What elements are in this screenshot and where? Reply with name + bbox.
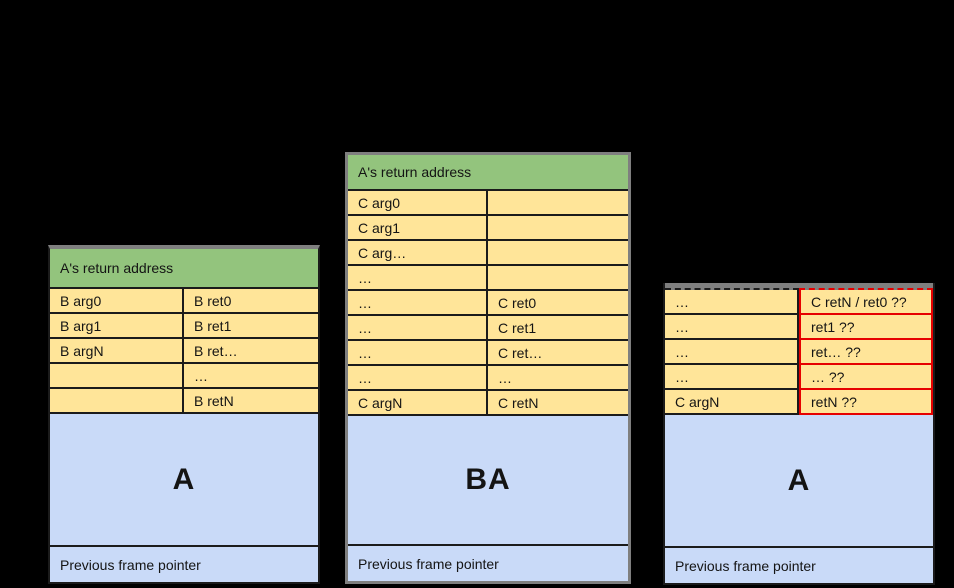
stack-row: C arg1 <box>348 216 628 241</box>
stack-cell-left: C argN <box>665 390 799 415</box>
stack-cell-right: B ret… <box>184 339 318 364</box>
stack-frame-right: …C retN / ret0 ??…ret1 ??…ret… ??…… ??C … <box>663 283 935 585</box>
stack-row: …C ret0 <box>348 291 628 316</box>
frame-owner-label: BA <box>348 416 628 546</box>
stack-cell-left: … <box>348 266 488 291</box>
stack-cell-left: … <box>665 290 799 315</box>
stack-cell-left: B arg1 <box>50 314 184 339</box>
stack-cell-right <box>488 191 628 216</box>
stack-cell-right: B ret0 <box>184 289 318 314</box>
stack-cell-left: … <box>665 340 799 365</box>
dashed-border-black <box>665 283 799 290</box>
stack-row: …C ret… <box>348 341 628 366</box>
stack-cell-left: C arg1 <box>348 216 488 241</box>
frame-owner-label: A <box>50 414 318 547</box>
previous-frame-pointer: Previous frame pointer <box>50 547 318 582</box>
frame-owner-label: A <box>665 415 933 548</box>
stack-cell-right-highlighted: C retN / ret0 ?? <box>799 290 933 315</box>
stack-cell-right: C ret1 <box>488 316 628 341</box>
stack-cell-right-highlighted: … ?? <box>799 365 933 390</box>
return-address-header: A's return address <box>50 249 318 289</box>
truncated-top-border <box>665 283 933 290</box>
stack-cell-left: C arg… <box>348 241 488 266</box>
stack-cell-right: B ret1 <box>184 314 318 339</box>
stack-cell-left: B arg0 <box>50 289 184 314</box>
stack-cell-left: … <box>665 315 799 340</box>
stack-row: B retN <box>50 389 318 414</box>
stack-row: …… <box>348 366 628 391</box>
stack-cell-left: B argN <box>50 339 184 364</box>
dashed-border-red <box>799 283 933 290</box>
stack-row: … <box>348 266 628 291</box>
stack-row: …ret… ?? <box>665 340 933 365</box>
stack-cell-right-highlighted: retN ?? <box>799 390 933 415</box>
stack-cell-right-highlighted: ret1 ?? <box>799 315 933 340</box>
previous-frame-pointer: Previous frame pointer <box>348 546 628 581</box>
stack-cell-right: … <box>488 366 628 391</box>
stack-cell-left: … <box>348 366 488 391</box>
stack-row: …… ?? <box>665 365 933 390</box>
stack-cell-right <box>488 266 628 291</box>
stack-cell-left: … <box>348 291 488 316</box>
stack-rows: …C retN / ret0 ??…ret1 ??…ret… ??…… ??C … <box>665 290 933 415</box>
stack-cell-left: … <box>348 341 488 366</box>
stack-cell-right-highlighted: ret… ?? <box>799 340 933 365</box>
stack-row: …C ret1 <box>348 316 628 341</box>
return-address-header: A's return address <box>348 155 628 191</box>
stack-cell-right: B retN <box>184 389 318 414</box>
stack-cell-left: C arg0 <box>348 191 488 216</box>
stack-row: …C retN / ret0 ?? <box>665 290 933 315</box>
stack-cell-right: C ret0 <box>488 291 628 316</box>
stack-cell-left: … <box>348 316 488 341</box>
stack-cell-right: C retN <box>488 391 628 416</box>
stack-cell-left <box>50 389 184 414</box>
stack-cell-left: C argN <box>348 391 488 416</box>
stack-row: C arg0 <box>348 191 628 216</box>
stack-row: …ret1 ?? <box>665 315 933 340</box>
stack-cell-right <box>488 241 628 266</box>
stack-row: … <box>50 364 318 389</box>
stack-cell-left <box>50 364 184 389</box>
stack-cell-right: C ret… <box>488 341 628 366</box>
stack-cell-left: … <box>665 365 799 390</box>
stack-cell-right: … <box>184 364 318 389</box>
stack-row: C arg… <box>348 241 628 266</box>
previous-frame-pointer: Previous frame pointer <box>665 548 933 583</box>
stack-cell-right <box>488 216 628 241</box>
